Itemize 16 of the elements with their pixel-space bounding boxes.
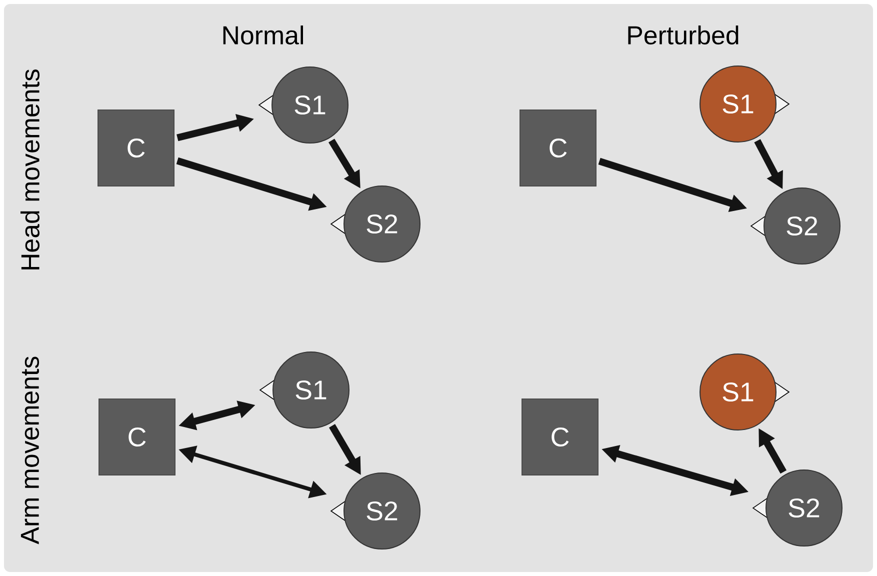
column-heading: Normal	[223, 26, 303, 44]
circle-node: S1	[259, 352, 350, 428]
row-label: Arm movements	[20, 356, 40, 544]
square-node: C	[520, 110, 596, 186]
circle-node: S2	[330, 186, 420, 262]
square-node: C	[98, 398, 176, 476]
square-node: C	[522, 398, 598, 476]
circle-node: S1	[700, 354, 790, 430]
circle-node: S1	[258, 66, 348, 144]
circle-node: S2	[330, 472, 420, 550]
circle-node: S2	[752, 470, 842, 546]
circle-node: S2	[750, 188, 840, 264]
square-node: C	[98, 110, 174, 186]
row-label: Head movements	[20, 70, 40, 270]
circle-node: S1	[700, 66, 790, 142]
column-heading: Perturbed	[628, 26, 738, 44]
